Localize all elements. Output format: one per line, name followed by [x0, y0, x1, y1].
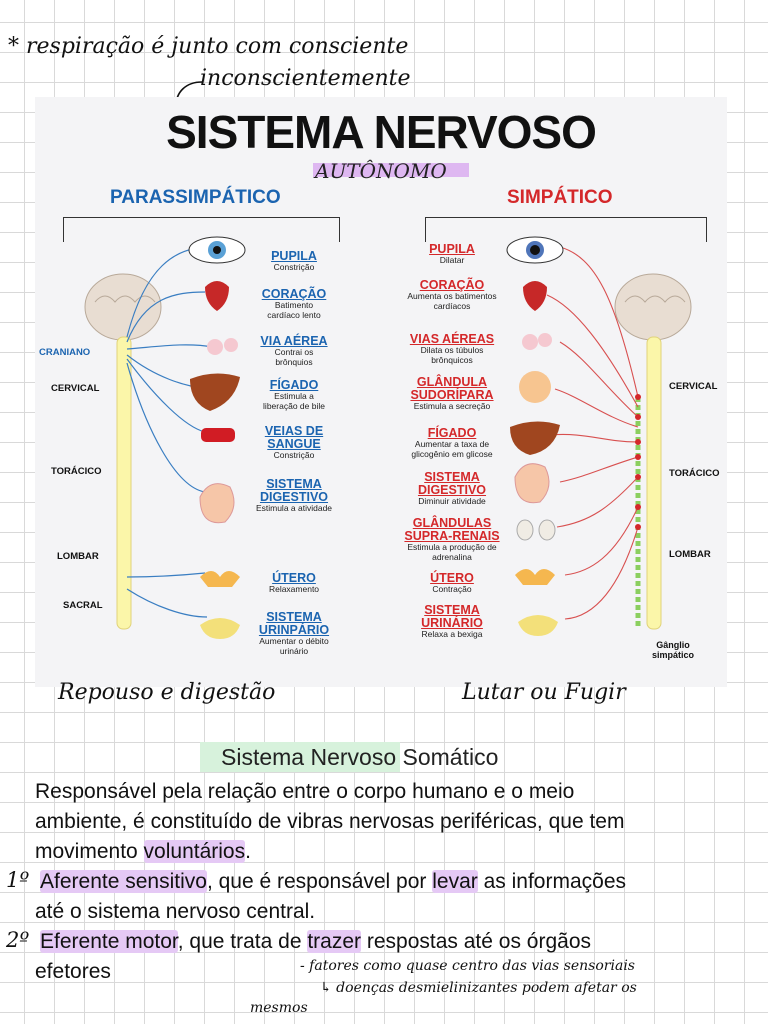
handwritten-note: - fatores como quase centro das vias sen… [300, 958, 635, 974]
spine-left [116, 336, 132, 630]
list-item-cont: efetores [35, 960, 111, 983]
handwritten-note: ↳ doenças desmielinizantes podem afetar … [320, 980, 637, 996]
handwritten-note-line2: inconscientemente [200, 66, 411, 91]
subtitle-highlight [313, 163, 469, 177]
paragraph-line: ambiente, é constituído de vibras nervos… [35, 810, 625, 833]
sympathetic-heading: SIMPÁTICO [507, 187, 613, 208]
list-item: Eferente motor, que trata de trazer resp… [40, 930, 591, 953]
region-label: SACRAL [63, 600, 103, 611]
somatic-title: Sistema Nervoso Somático [221, 744, 499, 770]
organs-left [188, 236, 246, 639]
parasympathetic-heading: PARASSIMPÁTICO [110, 187, 281, 208]
caption-fight-flight: Lutar ou Fugir [462, 680, 626, 705]
region-label: CERVICAL [51, 383, 100, 394]
brain-left-icon [84, 273, 162, 341]
spine-right [646, 336, 662, 630]
item-number: 1º [6, 868, 30, 892]
region-label: TORÁCICO [669, 468, 720, 479]
caption-rest-digest: Repouso e digestão [58, 680, 276, 705]
paragraph-line: Responsável pela relação entre o corpo h… [35, 780, 575, 803]
region-label: TORÁCICO [51, 466, 102, 477]
handwritten-note-line1: * respiração é junto com consciente [8, 34, 409, 59]
organs-right [506, 236, 564, 636]
infographic-subtitle: AUTÔNOMO [315, 159, 447, 183]
bracket-left [63, 217, 340, 242]
item-number: 2º [6, 928, 30, 952]
ganglion-label: Gânglio simpático [651, 640, 694, 660]
region-label: LOMBAR [669, 549, 711, 560]
handwritten-note: mesmos [250, 1000, 308, 1016]
title-highlight [200, 742, 400, 772]
bracket-right [425, 217, 707, 242]
nerve-diagram [84, 236, 692, 639]
region-label: LOMBAR [57, 551, 99, 562]
region-label: CRANIANO [39, 347, 91, 358]
brain-right-icon [614, 273, 692, 341]
nervous-system-infographic: SISTEMA NERVOSO AUTÔNOMO PARASSIMPÁTICO … [35, 97, 727, 687]
list-item-cont: até o sistema nervoso central. [35, 900, 316, 923]
region-label: CERVICAL [669, 381, 718, 392]
paragraph-line: movimento voluntários. [35, 840, 251, 863]
infographic-title: SISTEMA NERVOSO [166, 106, 597, 158]
list-item: Aferente sensitivo, que é responsável po… [40, 870, 627, 893]
